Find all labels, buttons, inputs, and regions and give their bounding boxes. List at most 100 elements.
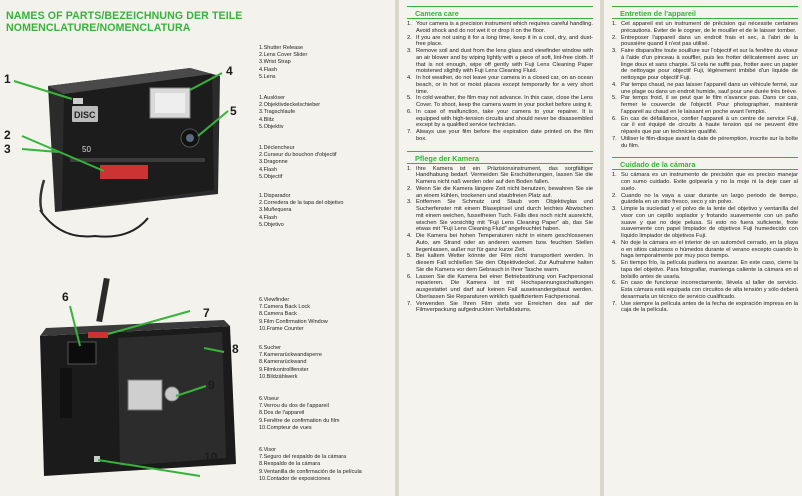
- list-item-text: Bei kaltem Wetter könnte der Film nicht …: [416, 253, 593, 273]
- callout-7: 7: [203, 306, 210, 320]
- list-item-number: 6.: [407, 108, 412, 115]
- list-item-number: 2.: [612, 192, 617, 199]
- list-item: 7.Use siempre la película antes de la fe…: [612, 301, 798, 315]
- list-item-number: 4.: [407, 75, 412, 81]
- list-item-text: Die Kamera bei hohen Temperaturen nicht …: [416, 233, 593, 253]
- list-item: 1. Cet appareil est un instrument de préc…: [612, 21, 798, 35]
- list-item: 2. If you are not using it for a long tim…: [407, 35, 593, 49]
- list-item-text: Par temps froid, il se peut que le film …: [621, 95, 798, 115]
- list-item-text: Ihre Kamera ist ein Präzisionsinstrument…: [416, 165, 593, 186]
- callout-10: 10: [204, 450, 218, 464]
- list-item-text: Limpie la suciedad y el polvo de la lent…: [621, 206, 798, 239]
- lens-cover-slider: [100, 165, 148, 179]
- list-item-text: Wenn Sie die Kamera längere Zeit nicht b…: [416, 185, 593, 199]
- section-title-pflege: Pflege der Kamera: [407, 150, 593, 164]
- care-column: Camera care 1.Your camera is a precision…: [407, 6, 593, 314]
- list-item-number: 7.: [612, 135, 617, 142]
- list-item-text: Su cámara es un instrumento de precisión…: [621, 172, 798, 192]
- list-item: 5.Bei kaltem Wetter könnte der Film nich…: [407, 253, 593, 273]
- list-item: 5.In cold weather, the film may not adva…: [407, 95, 593, 109]
- care-column: Entretien de l'appareil 1. Cet appareil e…: [612, 6, 798, 314]
- camera-back-figure: [40, 277, 236, 477]
- list-item: 7. Verwenden Sie Ihren Film stets vor Err…: [407, 301, 593, 315]
- list-item-number: 6.: [612, 280, 617, 287]
- list-item: 5. Par temps froid, il se peut que le fil…: [612, 95, 798, 115]
- list-item-number: 1.: [612, 21, 617, 27]
- list-item-text: Par temps chaud, ne pas laisser l'appare…: [621, 81, 798, 95]
- list-item: 6.En cas de défaillance, confier l'appar…: [612, 116, 798, 136]
- callout-1: 1: [4, 72, 11, 86]
- disc-logo-plate: [72, 106, 98, 122]
- list-item-text: If you are not using it for a long time,…: [416, 34, 593, 48]
- shutter-release: [73, 98, 83, 104]
- list-item-number: 2.: [407, 185, 412, 192]
- callout-9: 9: [208, 378, 215, 392]
- list-item-text: Remove soil and dust from the lens glass…: [416, 48, 593, 75]
- care-page-fr-es: Entretien de l'appareil 1. Cet appareil e…: [604, 0, 802, 496]
- callout-8: 8: [232, 342, 239, 356]
- page-gutter: [600, 0, 604, 496]
- parts-page: NAMES OF PARTS/BEZEICHNUNG DER TEILE NOM…: [0, 0, 395, 496]
- list-item: 2. Cuando no la vaya a usar durante un la…: [612, 193, 798, 207]
- list-item: 6. Lassen Sie die Kamera bei einer Betrie…: [407, 274, 593, 301]
- list-item: 3. Limpie la suciedad y el polvo de la le…: [612, 206, 798, 240]
- list-item: 3. Entfernen Sie Schmutz und Staub vom Ob…: [407, 199, 593, 233]
- list-item: 6. En caso de funcionar incorrectamente, …: [612, 280, 798, 300]
- callout-3: 3: [4, 142, 11, 156]
- list-item: 4. Par temps chaud, ne pas laisser l'appa…: [612, 82, 798, 96]
- list-item-text: Cuando no la vaya a usar durante un larg…: [621, 192, 798, 206]
- viewfinder-window: [67, 341, 97, 365]
- page-gutter: [395, 0, 399, 496]
- model-number-text: 50: [82, 145, 91, 154]
- care-list-fr: 1. Cet appareil est un instrument de préc…: [612, 21, 798, 149]
- list-item: 2.Entreposer l'appareil dans un endroit …: [612, 35, 798, 49]
- list-item-number: 7.: [612, 300, 617, 307]
- list-item-number: 3.: [612, 48, 617, 54]
- list-item-number: 5.: [407, 95, 412, 102]
- section-title-entretien: Entretien de l'appareil: [612, 6, 798, 19]
- list-item-number: 5.: [612, 260, 617, 266]
- care-list-es: 1. Su cámara es un instrumento de precisi…: [612, 172, 798, 314]
- list-item-text: Lassen Sie die Kamera bei einer Betriebs…: [416, 273, 593, 300]
- list-item-number: 3.: [612, 206, 617, 212]
- list-item: 4.No deje la cámara en el interior de un…: [612, 240, 798, 260]
- list-item-number: 1.: [407, 165, 412, 172]
- list-item-number: 1.: [612, 172, 617, 179]
- list-item: 7.Always use your film before the expira…: [407, 129, 593, 143]
- list-item-text: En caso de funcionar incorrectamente, ll…: [621, 280, 798, 300]
- list-item-text: Faire disparaître toute souillure sur l'…: [621, 48, 798, 81]
- list-item-number: 2.: [407, 34, 412, 41]
- camera-front-figure: DISC 50: [13, 68, 229, 238]
- list-item-number: 7.: [407, 300, 412, 307]
- parts-heading-1: NAMES OF PARTS/BEZEICHNUNG DER TEILE: [6, 10, 243, 22]
- callout-4: 4: [226, 64, 233, 78]
- list-item-text: In hot weather, do not leave your camera…: [416, 75, 593, 95]
- list-item: 5.En tiempo frío, la película pudiera no…: [612, 260, 798, 280]
- list-item-number: 5.: [612, 95, 617, 102]
- section-title-cuidado: Cuidado de la cámara: [612, 157, 798, 171]
- list-item: 4. In hot weather, do not leave your came…: [407, 75, 593, 95]
- list-item-text: En cas de défaillance, confier l'apparei…: [621, 115, 798, 136]
- list-item-text: Entfernen Sie Schmutz und Staub vom Obje…: [416, 199, 593, 233]
- list-item: 2. Wenn Sie die Kamera längere Zeit nicht…: [407, 186, 593, 200]
- list-item-text: Verwenden Sie Ihren Film stets vor Errei…: [416, 300, 593, 314]
- list-item-number: 3.: [407, 199, 412, 206]
- list-item-text: Cet appareil est un instrument de précis…: [621, 21, 798, 34]
- list-item-number: 6.: [407, 273, 412, 280]
- frame-counter-dial: [94, 456, 100, 462]
- list-item: 6. In case of malfunction, take your came…: [407, 109, 593, 129]
- back-lock: [88, 332, 108, 338]
- care-list-de: 1. Ihre Kamera ist ein Präzisionsinstrume…: [407, 166, 593, 315]
- disc-logo-text: DISC: [74, 110, 96, 120]
- list-item-text: In case of malfunction, take your camera…: [416, 108, 593, 129]
- list-item-number: 2.: [612, 34, 617, 41]
- film-window: [127, 379, 163, 411]
- list-item-number: 4.: [612, 81, 617, 88]
- list-item: 1.Your camera is a precision instrument …: [407, 21, 593, 35]
- wrist-strap-cord: [39, 209, 149, 238]
